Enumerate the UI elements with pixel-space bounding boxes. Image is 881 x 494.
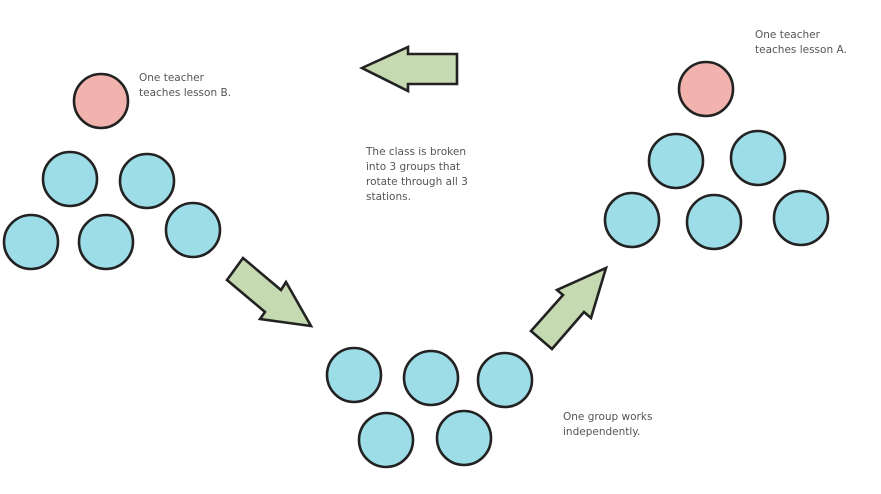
student-circle [647, 132, 705, 190]
student-circle [357, 411, 415, 469]
student-circle [41, 150, 99, 208]
independent-group-label: One group works independently. [563, 411, 653, 438]
student-circle [2, 213, 60, 271]
arrow-left-icon [358, 44, 459, 94]
student-circle [325, 346, 383, 404]
arrow-down-right-icon [225, 256, 314, 328]
student-circle [729, 129, 787, 187]
student-circle [603, 191, 661, 249]
rotation-description: The class is broken into 3 groups that r… [366, 146, 468, 203]
teacher-b-label: One teacher teaches lesson B. [139, 72, 231, 99]
student-circle [435, 409, 493, 467]
teacher-a-label: One teacher teaches lesson A. [755, 29, 847, 56]
teacher-b-circle [72, 72, 130, 130]
student-circle [164, 201, 222, 259]
student-circle [685, 193, 743, 251]
arrow-up-right-icon [529, 265, 609, 351]
student-circle [402, 349, 460, 407]
student-circle [772, 189, 830, 247]
student-circle [476, 351, 534, 409]
student-circle [118, 152, 176, 210]
teacher-a-circle [677, 60, 735, 118]
student-circle [77, 213, 135, 271]
